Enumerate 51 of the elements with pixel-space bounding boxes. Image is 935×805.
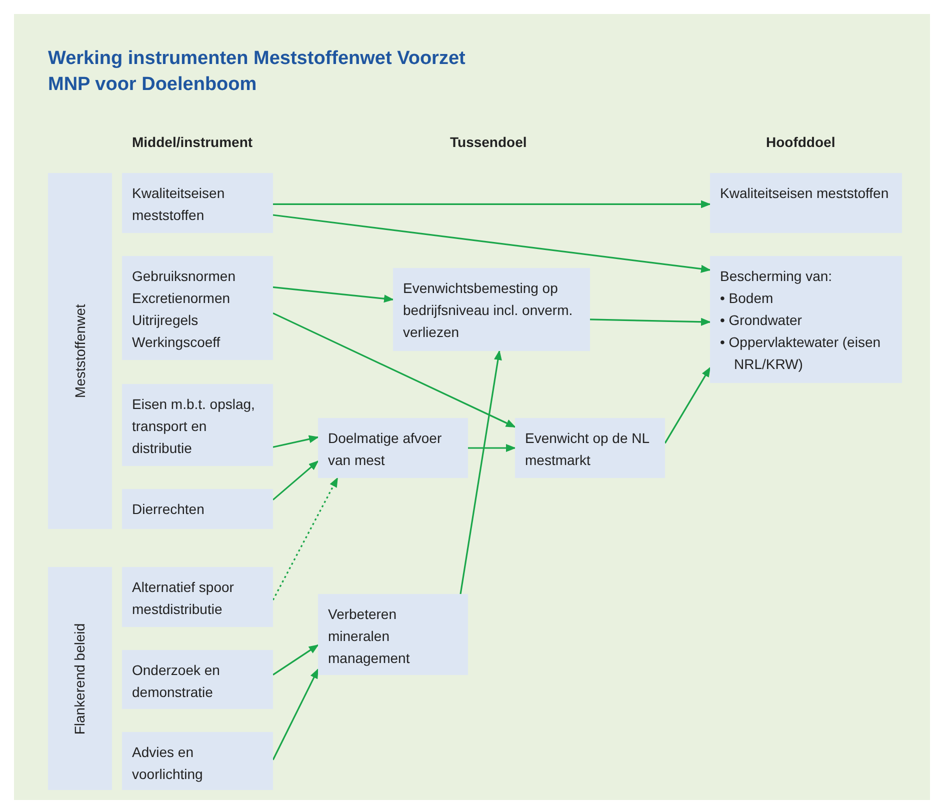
box-text: Werkingscoeff bbox=[132, 333, 222, 352]
box-text: Dierrechten bbox=[132, 500, 206, 519]
box-text: Advies en voorlichting bbox=[132, 743, 204, 784]
box-text: Kwaliteitseisen meststoffen bbox=[720, 184, 890, 203]
box-text: • Oppervlaktewater (eisen NRL/KRW) bbox=[720, 333, 882, 374]
box-text: Onderzoek en demonstratie bbox=[132, 661, 221, 702]
process-box bbox=[515, 418, 665, 478]
box-text: Uitrijregels bbox=[132, 311, 200, 330]
column-header: Middel/instrument bbox=[132, 134, 253, 150]
process-box bbox=[318, 594, 468, 675]
process-box bbox=[122, 650, 273, 709]
box-text: • Bodem bbox=[720, 289, 774, 308]
box-text: Verbeteren mineralen management bbox=[328, 605, 411, 668]
arrow bbox=[272, 644, 319, 676]
box-text: Doelmatige afvoer van mest bbox=[328, 429, 443, 470]
arrow bbox=[664, 366, 711, 444]
process-box bbox=[122, 732, 273, 790]
band-label: Meststoffenwet bbox=[71, 304, 89, 398]
process-box bbox=[122, 173, 273, 233]
process-box bbox=[122, 384, 273, 466]
box-text: Excretienormen bbox=[132, 289, 232, 308]
process-box bbox=[710, 256, 902, 383]
box-text: Bescherming van: bbox=[720, 267, 834, 286]
arrow bbox=[460, 350, 502, 594]
process-box bbox=[393, 268, 590, 351]
arrow bbox=[272, 214, 711, 273]
arrow bbox=[273, 200, 711, 208]
arrow bbox=[272, 312, 516, 428]
arrow bbox=[590, 318, 711, 326]
arrow bbox=[272, 460, 319, 500]
box-text: Evenwicht op de NL mestmarkt bbox=[525, 429, 650, 470]
box-text: Kwaliteitseisen meststoffen bbox=[132, 184, 226, 225]
arrow bbox=[272, 435, 319, 448]
arrow bbox=[272, 477, 338, 600]
diagram-title: Werking instrumenten Meststoffenwet Voorzet MNP voor Doelenboom bbox=[48, 47, 466, 97]
arrow bbox=[272, 668, 319, 760]
process-box bbox=[122, 256, 273, 360]
band-label: Flankerend beleid bbox=[71, 622, 89, 734]
column-header: Tussendoel bbox=[450, 134, 527, 150]
process-box bbox=[122, 489, 273, 529]
arrow bbox=[272, 286, 394, 303]
column-header: Hoofddoel bbox=[766, 134, 836, 150]
process-box bbox=[318, 418, 468, 478]
box-text: Gebruiksnormen bbox=[132, 267, 236, 286]
box-text: Alternatief spoor mestdistributie bbox=[132, 578, 235, 619]
arrow bbox=[468, 444, 516, 452]
box-text: Evenwichtsbemesting op bedrijfsniveau incl. onverm. verliezen bbox=[403, 279, 574, 342]
process-box bbox=[122, 567, 273, 627]
process-box bbox=[710, 173, 902, 233]
box-text: Eisen m.b.t. opslag, transport en distributie bbox=[132, 395, 256, 458]
box-text: • Grondwater bbox=[720, 311, 803, 330]
